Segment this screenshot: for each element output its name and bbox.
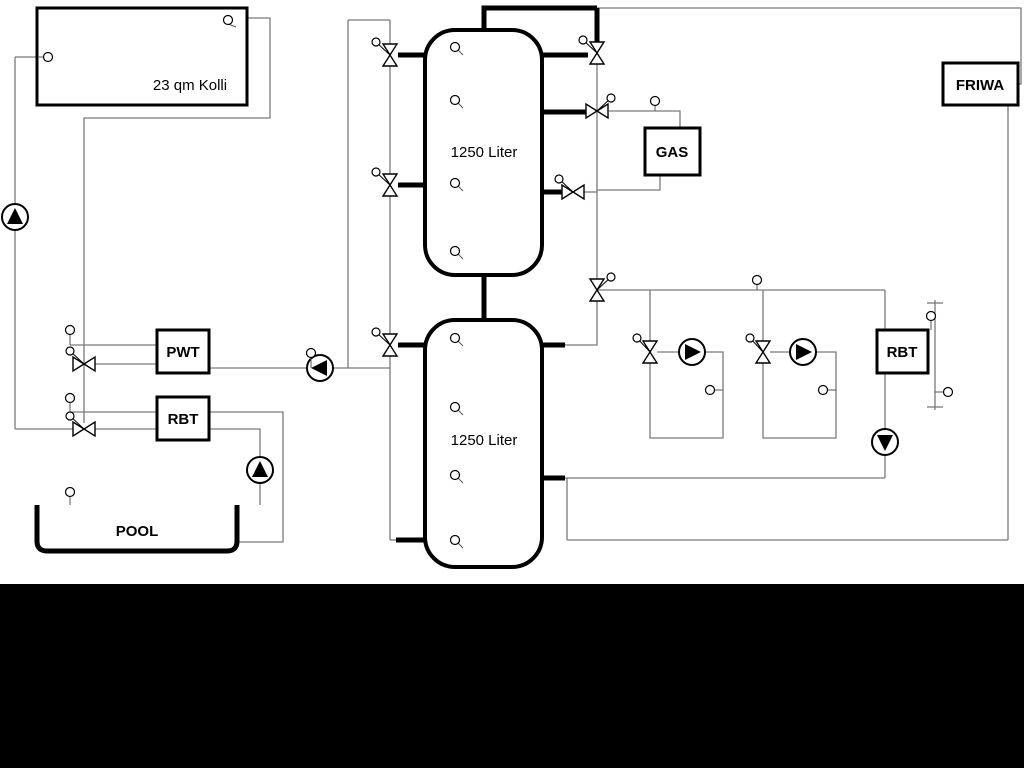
rbt-left-box [155,395,211,442]
pipe-segment-thick [481,5,597,30]
rbt-right-label: RBT [887,344,918,361]
pool-heat-exchanger: PWT [155,328,211,375]
pool-label: POOL [116,523,159,540]
letterbox-black-band [0,584,1024,768]
temperature-sensor-icon [449,332,464,347]
rbt-left: RBT [155,395,211,442]
pipe-segment [565,284,598,346]
three-way-valve-icon [588,272,616,302]
temperature-sensor-icon [449,177,464,192]
pump-icon [246,456,274,484]
pool-basin [34,505,240,554]
pipes-thick [396,5,600,543]
pool: POOL [34,505,240,554]
three-way-valve-icon [632,333,659,364]
pump-icon [789,338,817,366]
temperature-sensor-icon [925,310,937,330]
valves [65,35,772,438]
rbt-right-box [875,328,930,375]
pump-icon [678,338,706,366]
temperature-sensor-icon [704,384,723,396]
buffer-tank-2: 1250 Liter [423,318,544,569]
pwt-label: PWT [166,344,199,361]
temperature-sensor-icon [751,274,763,290]
temperature-sensor-icon [64,486,76,505]
buffer-tank-1-label: 1250 Liter [451,144,518,161]
friwa-box [941,61,1020,107]
temperature-sensor-icon [449,469,464,484]
solar-collector: 23 qm Kolli [35,6,249,107]
temperature-sensor-icon [449,94,464,109]
pump-icon [306,354,334,382]
pipe-segment [83,17,271,423]
three-way-valve-icon [65,411,96,438]
pump-icon [871,428,899,456]
buffer-tank-2-body [423,318,544,569]
pipe-segment [209,411,284,543]
buffer-tank-2-label: 1250 Liter [451,432,518,449]
pwt-box [155,328,211,375]
three-way-valve-icon [585,93,616,120]
temperature-sensor-icon [38,51,54,63]
solar-collector-box [35,6,249,107]
three-way-valve-icon [371,37,399,67]
friwa-label: FRIWA [956,77,1004,94]
gas-label: GAS [656,144,689,161]
friwa-station: FRIWA [941,61,1020,107]
buffer-tank-1: 1250 Liter [423,28,544,277]
three-way-valve-icon [371,327,399,357]
pumps [1,203,899,484]
pipe-segment [762,351,837,439]
three-way-valve-icon [554,174,585,201]
three-way-valve-icon [371,167,399,197]
pipe-segment [609,110,681,128]
temperature-sensor-icon [64,324,76,345]
temperature-sensor-icon [449,245,464,260]
three-way-valve-icon [65,346,96,373]
temperature-sensor-icon [449,401,464,416]
temperature-sensor-icon [817,384,836,396]
sensors [38,14,954,549]
gas-boiler: GAS [643,126,702,177]
temperature-sensor-icon [649,95,661,111]
gas-box [643,126,702,177]
rbt-left-label: RBT [168,411,199,428]
solar-collector-label: 23 qm Kolli [153,77,227,94]
temperature-sensor-icon [935,386,954,398]
pipe-segment [649,351,724,439]
pipes-thin [14,7,1022,543]
temperature-sensor-icon [222,14,237,28]
temperature-sensor-icon [449,41,464,56]
three-way-valve-icon [578,35,606,65]
pipe-segment [597,175,661,191]
three-way-valve-icon [745,333,772,364]
temperature-sensor-icon [64,392,76,412]
temperature-sensor-icon [449,534,464,549]
temperature-sensor-icon [305,347,317,368]
rbt-right: RBT [875,328,930,375]
buffer-tank-1-body [423,28,544,277]
pump-icon [1,203,29,231]
